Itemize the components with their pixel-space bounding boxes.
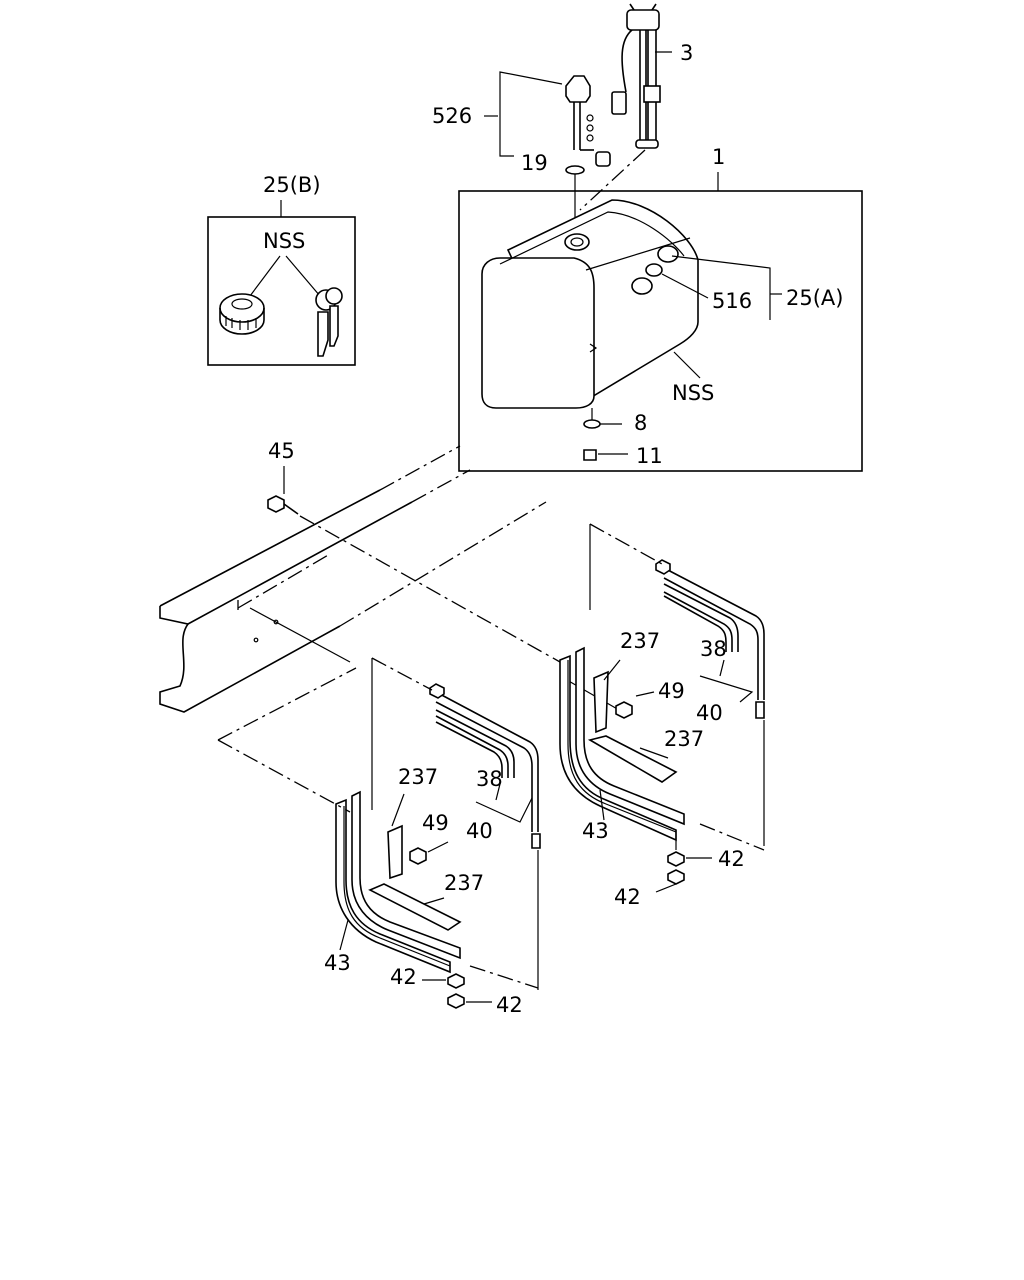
callout-labels: 3 526 19 1 25(B) NSS 25(A) 516 NSS 8 11 …	[263, 41, 843, 1017]
tank-bracket-left	[335, 657, 541, 990]
label-237-left-top: 237	[398, 765, 438, 789]
label-237-right-top: 237	[620, 629, 660, 653]
nut-42-right-a	[667, 851, 685, 867]
nut-42-left-b	[447, 993, 465, 1009]
label-42-right-a: 42	[718, 847, 745, 871]
bracket-526	[499, 71, 563, 157]
label-40-right: 40	[696, 701, 723, 725]
label-25b: 25(B)	[263, 173, 321, 197]
label-42-left-a: 42	[390, 965, 417, 989]
label-nss-tank: NSS	[672, 381, 714, 405]
label-11: 11	[636, 444, 663, 468]
frame-rail	[159, 445, 547, 713]
label-43-right: 43	[582, 819, 609, 843]
label-3: 3	[680, 41, 693, 65]
gasket-8	[583, 419, 601, 429]
label-49-left: 49	[422, 811, 449, 835]
label-237-left-bottom: 237	[444, 871, 484, 895]
bolt-45	[267, 495, 299, 515]
fuel-tank-box	[458, 172, 863, 472]
drain-plug-11	[583, 449, 597, 461]
nut-42-right-b	[667, 869, 685, 885]
nut-42-left-a	[447, 973, 465, 989]
gauge-unit	[565, 75, 611, 167]
tank-bracket-right	[559, 523, 765, 851]
label-516: 516	[712, 289, 752, 313]
label-43-left: 43	[324, 951, 351, 975]
gasket-19	[565, 165, 585, 175]
label-38-left: 38	[476, 767, 503, 791]
label-49-right: 49	[658, 679, 685, 703]
fuel-sender-unit	[611, 3, 661, 149]
fuel-cap-kit-box	[207, 200, 356, 366]
label-19: 19	[521, 151, 548, 175]
label-526: 526	[432, 104, 472, 128]
label-40-left: 40	[466, 819, 493, 843]
label-1: 1	[712, 145, 725, 169]
fuel-tank	[481, 199, 699, 409]
label-42-right-b: 42	[614, 885, 641, 909]
label-42-left-b: 42	[496, 993, 523, 1017]
label-8: 8	[634, 411, 647, 435]
label-25a: 25(A)	[786, 286, 843, 310]
label-38-right: 38	[700, 637, 727, 661]
label-45: 45	[268, 439, 295, 463]
label-237-right-bottom: 237	[664, 727, 704, 751]
label-nss-cap: NSS	[263, 229, 305, 253]
